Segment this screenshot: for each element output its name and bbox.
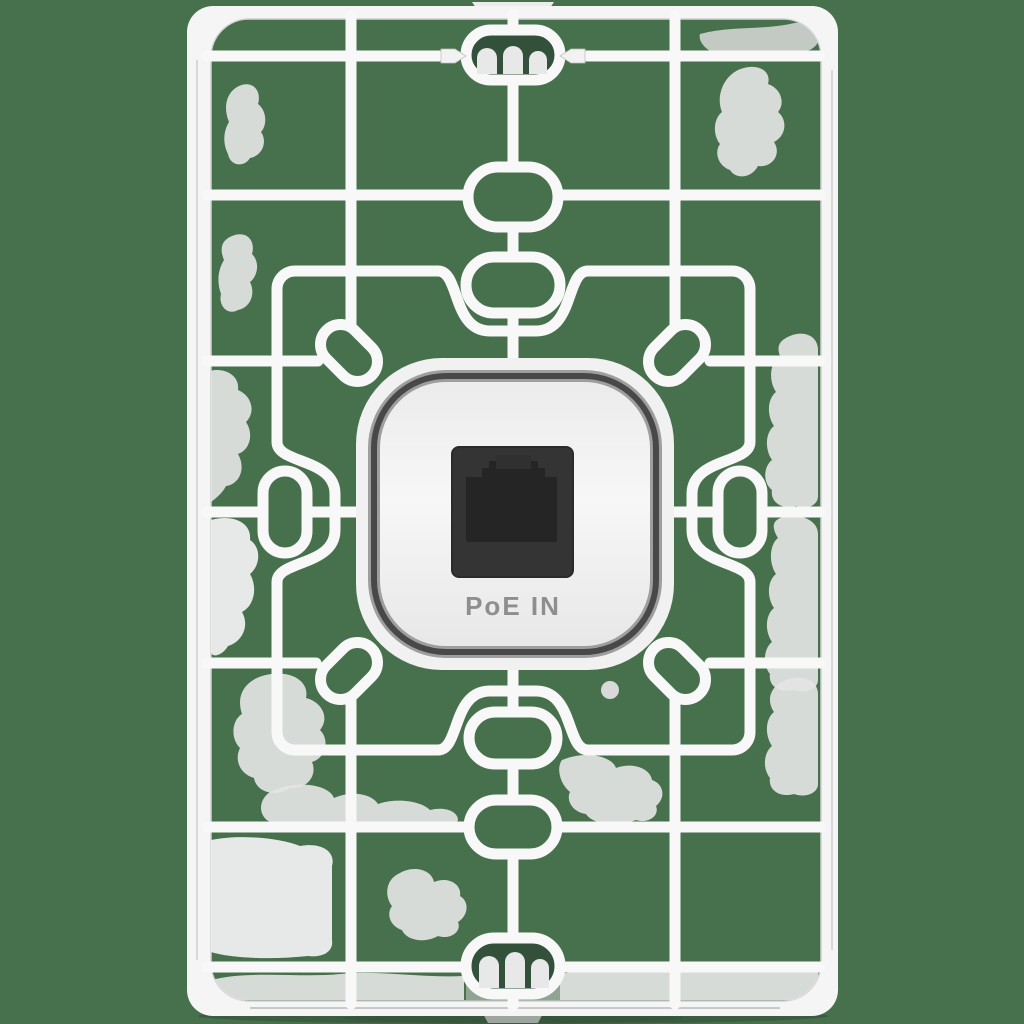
rj45-jack-icon (451, 446, 574, 578)
keyhole-slots (477, 46, 549, 988)
reflection-patch (211, 370, 252, 508)
reflection-patches (211, 22, 820, 1000)
keyhole-shape (503, 46, 523, 74)
reflection-patch (560, 968, 820, 1000)
lattice-rib (345, 8, 681, 1012)
reflection-patch (211, 837, 333, 959)
arrow-stub (559, 48, 586, 64)
diagonal-oval-boss (643, 319, 711, 387)
keyhole-shape (531, 959, 549, 988)
reflection-patch (699, 22, 820, 52)
reflection-patch (224, 84, 266, 165)
chain-oval-boss (463, 794, 563, 860)
chain-oval-boss (460, 251, 566, 319)
diagonal-oval-boss (315, 637, 383, 705)
reflection-patch (218, 234, 258, 312)
port-label: PoE IN (465, 591, 561, 621)
keyhole-shape (529, 51, 547, 74)
mold-dot (601, 681, 619, 699)
poe-module: PoE IN (356, 358, 674, 670)
chain-oval-boss (462, 161, 564, 233)
reflection-patch (714, 66, 785, 177)
module-dark-ring (371, 373, 659, 655)
keyhole-shape (505, 952, 525, 988)
keyhole-shape (479, 956, 499, 988)
side-oval-boss (257, 465, 313, 559)
sprue-stubs (440, 48, 586, 64)
reflection-patch (559, 754, 663, 825)
chain-oval-boss (463, 706, 563, 770)
jack-tab-slot (496, 455, 531, 469)
keyhole-shape (477, 48, 497, 74)
reflection-patch (764, 677, 818, 796)
reflection-patch (211, 972, 464, 1000)
jack-opening (466, 455, 557, 542)
inner-ring (271, 265, 756, 756)
reflection-patch (387, 868, 467, 941)
arrow-stub (440, 48, 467, 64)
reflection-patch (764, 515, 818, 692)
reflection-patch (261, 784, 458, 827)
side-oval-boss (712, 465, 768, 559)
diagonal-oval-boss (643, 637, 711, 705)
reflection-patch (211, 518, 259, 656)
reflection-patch (765, 333, 818, 508)
